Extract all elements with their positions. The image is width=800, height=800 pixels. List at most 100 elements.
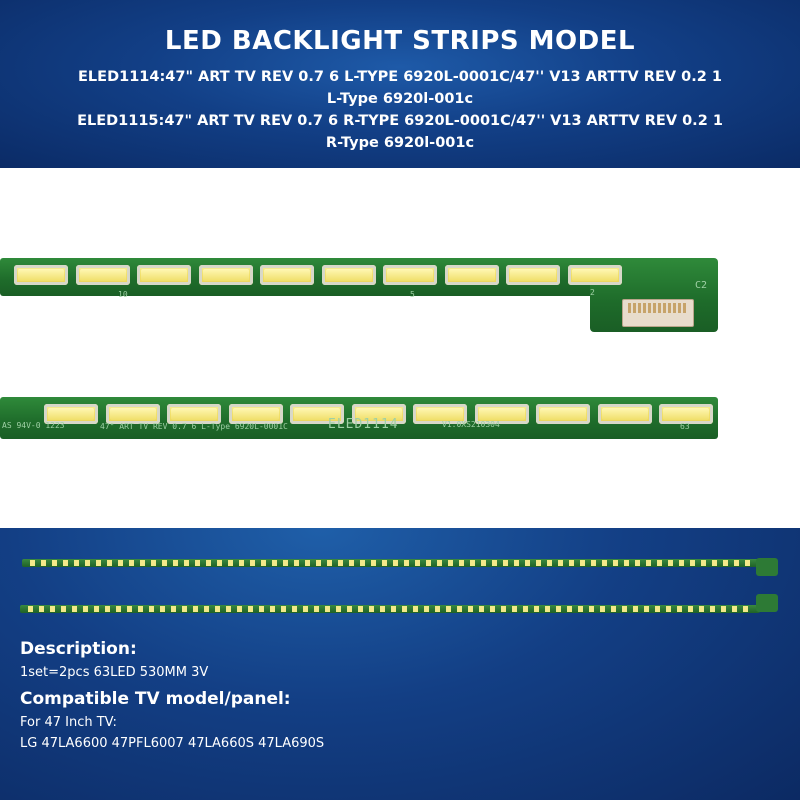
thin-strip-led [41, 560, 46, 566]
thin-strip-led [567, 606, 572, 612]
led-chip [290, 404, 344, 424]
model-line-2: L-Type 6920l-001c [326, 91, 474, 107]
thin-strip-led [138, 606, 143, 612]
connector-pin [673, 303, 676, 313]
thin-strip-led [611, 606, 616, 612]
led-chip-lens [79, 269, 126, 281]
thin-strip-led [426, 560, 431, 566]
led-chip [228, 404, 283, 424]
thin-strip-led [52, 560, 57, 566]
thin-strip-led [237, 606, 242, 612]
led-chip-lens [571, 269, 618, 281]
thin-strip-led [558, 560, 563, 566]
thin-strip-led [118, 560, 123, 566]
thin-strip-led [556, 606, 561, 612]
thin-strip-led [710, 606, 715, 612]
thin-strip-led [613, 560, 618, 566]
connector-pin [648, 303, 651, 313]
led-chip-lens [202, 269, 249, 281]
thin-strip-led [358, 606, 363, 612]
led-chip [198, 265, 253, 285]
connector-pin [678, 303, 681, 313]
led-chip [14, 265, 68, 285]
pcb-label-model: 47" ART TV REV 0.7 6 L-Type 6920L-0001C [100, 422, 288, 431]
thin-strip-led [162, 560, 167, 566]
led-chip [506, 265, 560, 285]
led-chip-lens [264, 269, 310, 281]
thin-strip-led [402, 606, 407, 612]
connector-pin [633, 303, 636, 313]
led-chip-lens [48, 408, 94, 420]
thin-strip-led [83, 606, 88, 612]
thin-strip-led [347, 606, 352, 612]
thin-strip-led [437, 560, 442, 566]
thin-strip-led [646, 560, 651, 566]
bottom-panel: Description: 1set=2pcs 63LED 530MM 3V Co… [0, 528, 800, 800]
thin-strip-led [679, 560, 684, 566]
model-line-3: ELED1115:47" ART TV REV 0.7 6 R-TYPE 692… [77, 113, 723, 129]
thin-strip-led [734, 560, 739, 566]
thin-strip-led [723, 560, 728, 566]
thin-strip-led [415, 560, 420, 566]
led-chip [167, 404, 221, 424]
thin-strip-led [217, 560, 222, 566]
thin-strip-led [50, 606, 55, 612]
thin-strip-led [600, 606, 605, 612]
thin-strip-led [116, 606, 121, 612]
thin-strip-led [250, 560, 255, 566]
led-chip-lens [18, 269, 64, 281]
thin-strip-led [591, 560, 596, 566]
led-chip [567, 265, 622, 285]
connector-pin [638, 303, 641, 313]
thin-strip-led [107, 560, 112, 566]
thin-strip-led [215, 606, 220, 612]
thin-strip-led [622, 606, 627, 612]
thin-strip-led [193, 606, 198, 612]
thin-strip-led [151, 560, 156, 566]
thin-strip-led [173, 560, 178, 566]
connector-pin [663, 303, 666, 313]
led-chip-lens [232, 408, 279, 420]
led-chip-lens [141, 269, 187, 281]
thin-strip-led [270, 606, 275, 612]
led-chip-lens [510, 269, 556, 281]
thin-strip-led [171, 606, 176, 612]
led-chip-lens [540, 408, 586, 420]
model-line-4: R-Type 6920l-001c [325, 135, 475, 151]
led-chip-lens [448, 269, 495, 281]
compatible-line-2: LG 47LA6600 47PFL6007 47LA660S 47LA690S [20, 736, 325, 751]
thin-strip-led [435, 606, 440, 612]
thin-strip-led [635, 560, 640, 566]
thin-strip-led [259, 606, 264, 612]
thin-strip-led [30, 560, 35, 566]
thin-strip-led [514, 560, 519, 566]
thin-strip-led [457, 606, 462, 612]
thin-strip-led [547, 560, 552, 566]
thin-strip-led [459, 560, 464, 566]
thin-strip-led [523, 606, 528, 612]
thin-strip-led [701, 560, 706, 566]
thin-strip-led [228, 560, 233, 566]
ribbon-connector [622, 299, 694, 327]
thin-strip-led [204, 606, 209, 612]
thin-strip-led [184, 560, 189, 566]
thin-strip-1-end [756, 558, 778, 576]
thin-strip-led [316, 560, 321, 566]
connector-pin [628, 303, 631, 313]
thin-strip-led [501, 606, 506, 612]
page-title: LED BACKLIGHT STRIPS MODEL [164, 26, 636, 56]
thin-strip-led [468, 606, 473, 612]
thin-strip-led [127, 606, 132, 612]
pcb-label-eled1114: ELED1114 [328, 417, 399, 432]
thin-strip-led [391, 606, 396, 612]
connector-pin [643, 303, 646, 313]
thin-strip-led [105, 606, 110, 612]
led-chip-lens [601, 408, 648, 420]
thin-strip-led [85, 560, 90, 566]
pcb-label-2: 2 [590, 288, 595, 297]
pcb-label-ul: AS 94V-0 1223 [2, 421, 65, 430]
led-chip [444, 265, 499, 285]
led-chip [351, 404, 406, 424]
pcb-label-63: 63 [680, 422, 690, 431]
thin-strip-led [490, 606, 495, 612]
